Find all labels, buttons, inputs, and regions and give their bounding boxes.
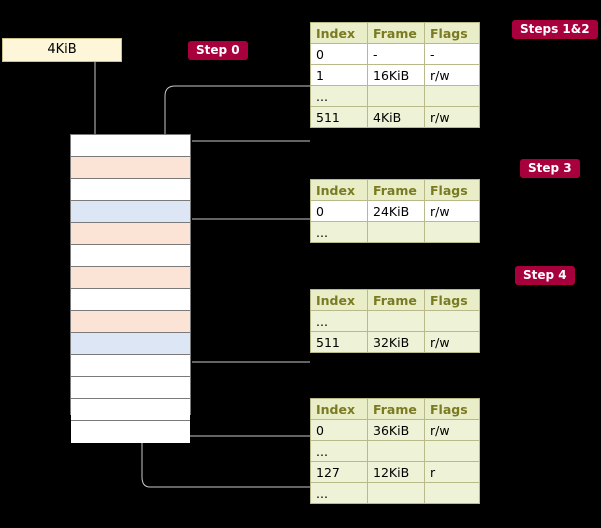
column-header-index: Index bbox=[310, 22, 368, 44]
memory-row bbox=[71, 399, 190, 421]
column-header-index: Index bbox=[310, 289, 368, 311]
column-header-flags: Flags bbox=[424, 398, 480, 420]
cell-index: 0 bbox=[310, 43, 368, 65]
cell-frame: 36KiB bbox=[367, 419, 425, 441]
column-header-frame: Frame bbox=[367, 179, 425, 201]
memory-row bbox=[71, 267, 190, 289]
cell-frame: 12KiB bbox=[367, 461, 425, 483]
cell-frame: 4KiB bbox=[367, 106, 425, 128]
cell-frame bbox=[367, 221, 425, 243]
cell-frame bbox=[367, 482, 425, 504]
table-row: ... bbox=[310, 482, 480, 504]
cell-flags: r/w bbox=[424, 331, 480, 353]
table-row: ... bbox=[310, 85, 480, 107]
cell-frame bbox=[367, 440, 425, 462]
cell-index: 0 bbox=[310, 419, 368, 441]
cell-flags bbox=[424, 440, 480, 462]
cell-frame: - bbox=[367, 43, 425, 65]
memory-row bbox=[71, 135, 190, 157]
memory-row bbox=[71, 157, 190, 179]
column-header-flags: Flags bbox=[424, 289, 480, 311]
cell-frame: 24KiB bbox=[367, 200, 425, 222]
steps-1-2-badge: Steps 1&2 bbox=[512, 20, 598, 39]
table-row: ... bbox=[310, 221, 480, 243]
cell-frame: 32KiB bbox=[367, 331, 425, 353]
memory-row bbox=[71, 245, 190, 267]
cell-index: 511 bbox=[310, 331, 368, 353]
cell-flags: r/w bbox=[424, 419, 480, 441]
cell-index: ... bbox=[310, 221, 368, 243]
cell-flags: r/w bbox=[424, 64, 480, 86]
cell-index: ... bbox=[310, 85, 368, 107]
memory-row bbox=[71, 333, 190, 355]
cell-index: 511 bbox=[310, 106, 368, 128]
cell-index: ... bbox=[310, 440, 368, 462]
step-3-badge: Step 3 bbox=[520, 159, 580, 178]
step-4-badge: Step 4 bbox=[515, 266, 575, 285]
memory-row bbox=[71, 311, 190, 333]
kib-box: 4KiB bbox=[2, 38, 122, 62]
cell-flags: r/w bbox=[424, 106, 480, 128]
cell-flags bbox=[424, 482, 480, 504]
cell-flags bbox=[424, 221, 480, 243]
cell-index: 1 bbox=[310, 64, 368, 86]
cell-flags: r/w bbox=[424, 200, 480, 222]
table-row: ... bbox=[310, 310, 480, 332]
column-header-frame: Frame bbox=[367, 289, 425, 311]
cell-flags: r bbox=[424, 461, 480, 483]
column-header-frame: Frame bbox=[367, 398, 425, 420]
cell-index: 127 bbox=[310, 461, 368, 483]
cell-frame: 16KiB bbox=[367, 64, 425, 86]
memory-row bbox=[71, 201, 190, 223]
column-header-flags: Flags bbox=[424, 22, 480, 44]
cell-index: 0 bbox=[310, 200, 368, 222]
memory-row bbox=[71, 289, 190, 311]
memory-row bbox=[71, 355, 190, 377]
step-0-badge: Step 0 bbox=[188, 41, 248, 60]
column-header-index: Index bbox=[310, 398, 368, 420]
table-row: ... bbox=[310, 440, 480, 462]
memory-row bbox=[71, 179, 190, 201]
column-header-flags: Flags bbox=[424, 179, 480, 201]
cell-flags: - bbox=[424, 43, 480, 65]
memory-row bbox=[71, 421, 190, 443]
table-row: 0-- bbox=[310, 43, 480, 65]
memory-column bbox=[70, 134, 191, 443]
cell-frame bbox=[367, 85, 425, 107]
cell-index: ... bbox=[310, 482, 368, 504]
cell-flags bbox=[424, 310, 480, 332]
memory-row bbox=[71, 377, 190, 399]
cell-index: ... bbox=[310, 310, 368, 332]
column-header-index: Index bbox=[310, 179, 368, 201]
column-header-frame: Frame bbox=[367, 22, 425, 44]
cell-frame bbox=[367, 310, 425, 332]
memory-row bbox=[71, 223, 190, 245]
cell-flags bbox=[424, 85, 480, 107]
